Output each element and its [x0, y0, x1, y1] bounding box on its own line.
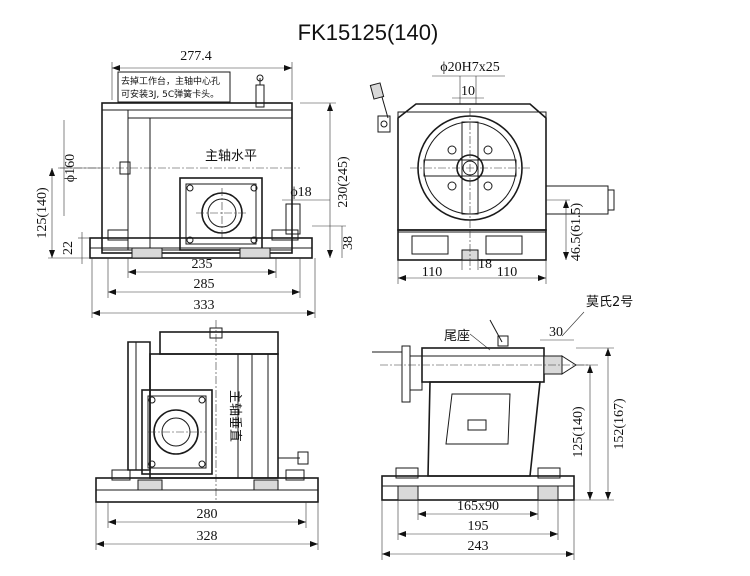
label-spindle-horizontal: 主轴水平: [205, 149, 257, 164]
view-tailstock: 尾座 莫氏2号 30 125(1: [372, 295, 633, 560]
dim-110-right: 110: [497, 265, 517, 280]
dim-phi18: ϕ18: [290, 185, 311, 200]
dim-285: 285: [194, 277, 215, 292]
view-spindle-vertical: 主轴垂直 280 328: [95, 320, 319, 550]
label-spindle-vertical: 主轴垂直: [227, 390, 242, 442]
dim-18: 18: [478, 257, 492, 272]
dim-22: 22: [61, 241, 76, 255]
label-tailstock: 尾座: [444, 329, 470, 344]
dim-243: 243: [468, 539, 489, 554]
dim-110-left: 110: [422, 265, 442, 280]
dim-10: 10: [461, 84, 475, 99]
dim-30: 30: [549, 325, 563, 340]
dim-46-5: 46.5(61.5): [569, 203, 584, 262]
note-line-2: 可安装3J, 5C弹簧卡头。: [121, 88, 219, 100]
dim-125-140-right: 125(140): [571, 406, 586, 458]
drawing-title: FK15125(140): [298, 20, 439, 45]
dim-165x90: 165x90: [457, 499, 499, 514]
dim-328: 328: [197, 529, 218, 544]
note-line-1: 去掉工作台，主轴中心孔: [121, 75, 220, 87]
label-morse-2: 莫氏2号: [586, 295, 633, 310]
dim-235: 235: [192, 257, 213, 272]
view-spindle-horizontal: 277.4 去掉工作台，主轴中心孔 可安装3J, 5C弹簧卡头。 主轴水平: [35, 49, 356, 318]
dim-152-167: 152(167): [612, 398, 627, 450]
dim-230-245: 230(245): [336, 156, 351, 208]
dim-38: 38: [341, 236, 356, 250]
dim-125-140-left: 125(140): [35, 187, 50, 239]
dim-phi160: ϕ160: [63, 154, 78, 182]
dim-195: 195: [468, 519, 489, 534]
dim-280: 280: [197, 507, 218, 522]
dim-phi20h7x25: ϕ20H7x25: [440, 60, 499, 75]
view-end: ϕ20H7x25 10: [369, 60, 615, 284]
dim-277-4: 277.4: [180, 49, 212, 64]
dim-333: 333: [194, 298, 215, 313]
